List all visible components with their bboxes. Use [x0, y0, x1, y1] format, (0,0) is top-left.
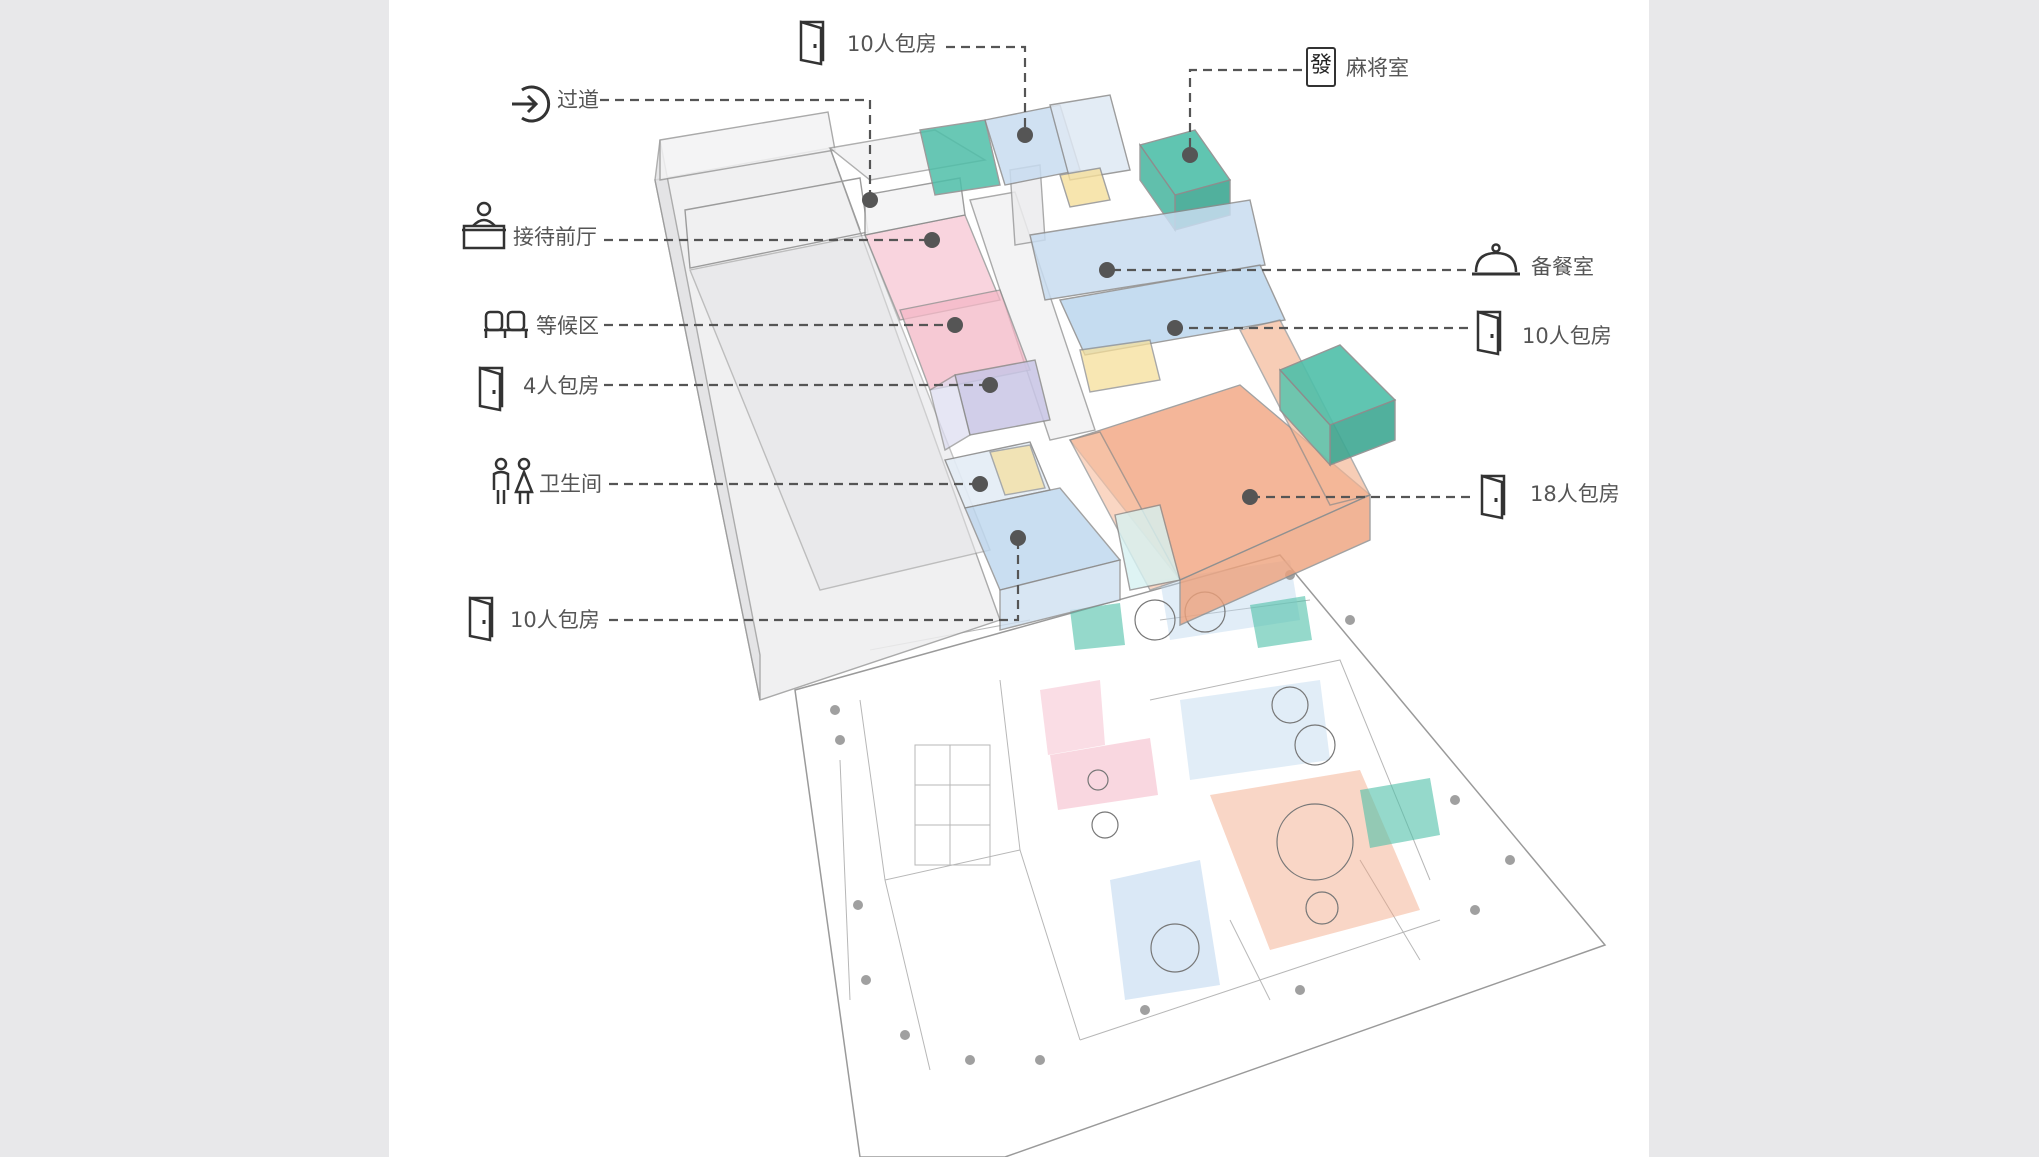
corridor-volume: [969, 164, 1096, 441]
door-icon: [1480, 474, 1506, 520]
door-icon: [468, 596, 494, 642]
waiting-seats-icon: [484, 310, 528, 338]
reception-desk-icon: [462, 201, 506, 250]
gray-shell-volumes: [654, 111, 1001, 701]
left-rooms: [864, 177, 1122, 631]
label-corridor: 过道: [557, 88, 599, 112]
door-icon: [1476, 310, 1502, 356]
label-mahjong-room: 麻将室: [1346, 56, 1409, 80]
door-icon: [478, 366, 504, 412]
door-icon: [799, 20, 825, 66]
leader-lines: [600, 45, 1470, 622]
entry-arrow-icon: [512, 85, 551, 123]
restroom-people-icon: [492, 457, 534, 504]
cloche-icon: [1472, 243, 1520, 276]
label-10-person-room-top: 10人包房: [847, 32, 937, 56]
label-restroom: 卫生间: [539, 472, 602, 496]
label-waiting-area: 等候区: [536, 314, 599, 338]
label-10-person-room-left: 10人包房: [510, 608, 600, 632]
label-serving-room: 备餐室: [1531, 255, 1594, 279]
mahjong-tile-icon: 發: [1306, 47, 1336, 87]
right-rooms: [919, 94, 1397, 627]
label-reception: 接待前厅: [513, 225, 597, 249]
label-4-person-room: 4人包房: [523, 374, 600, 398]
leader-dots: [862, 127, 1258, 546]
floor-plan-sheet: [794, 554, 1607, 1157]
label-18-person-room: 18人包房: [1530, 482, 1620, 506]
label-10-person-room-right: 10人包房: [1522, 324, 1612, 348]
